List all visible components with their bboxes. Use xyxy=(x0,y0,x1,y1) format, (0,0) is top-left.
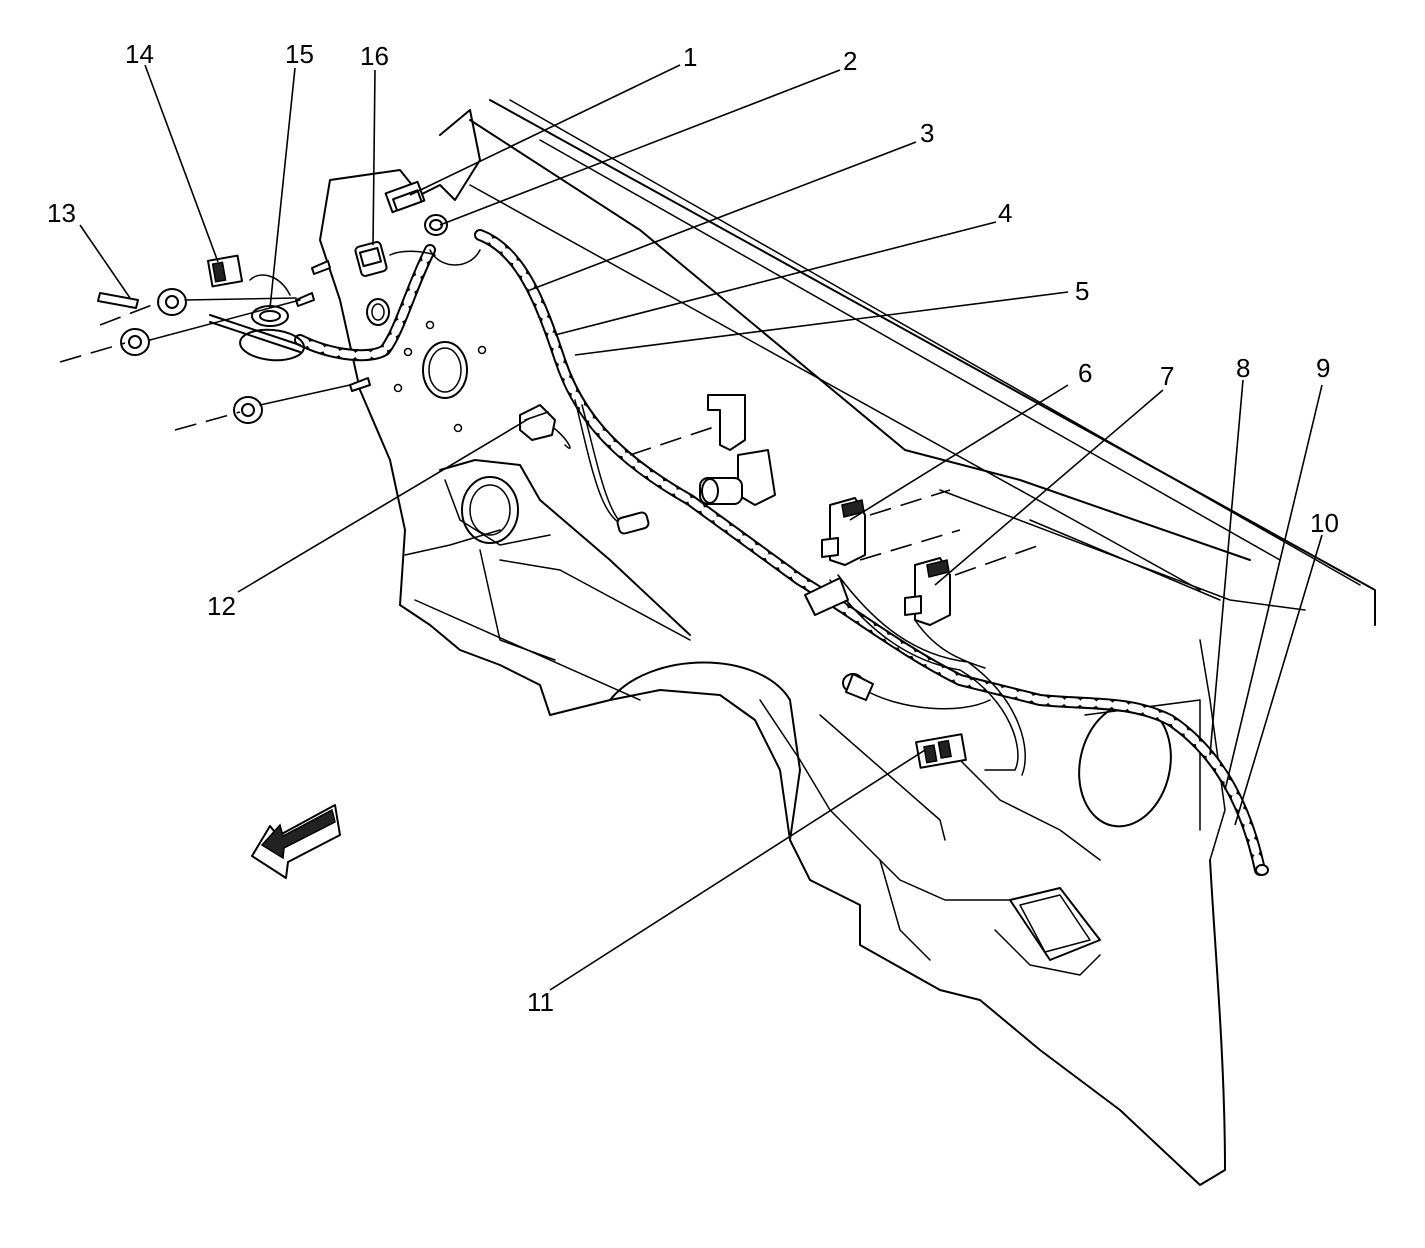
callout-9: 9 xyxy=(1316,353,1330,383)
callout-14: 14 xyxy=(125,39,154,69)
callout-16: 16 xyxy=(360,41,389,71)
callout-13: 13 xyxy=(47,198,76,228)
forward-arrow-icon xyxy=(251,804,341,879)
callout-6: 6 xyxy=(1078,358,1092,388)
parts xyxy=(59,180,1269,876)
wiring-harness xyxy=(209,229,1266,876)
callout-4: 4 xyxy=(998,198,1012,228)
callout-5: 5 xyxy=(1075,276,1089,306)
callout-labels: 1 2 3 4 5 6 7 8 9 10 11 12 13 14 15 16 xyxy=(47,39,1339,1017)
callout-8: 8 xyxy=(1236,353,1250,383)
callout-15: 15 xyxy=(285,39,314,69)
callout-3: 3 xyxy=(920,118,934,148)
leader-lines xyxy=(79,64,1323,991)
callout-10: 10 xyxy=(1310,508,1339,538)
callout-2: 2 xyxy=(843,46,857,76)
callout-12: 12 xyxy=(207,591,236,621)
callout-7: 7 xyxy=(1160,361,1174,391)
body-panel xyxy=(319,99,1376,1186)
callout-1: 1 xyxy=(683,42,697,72)
callout-11: 11 xyxy=(527,987,554,1017)
